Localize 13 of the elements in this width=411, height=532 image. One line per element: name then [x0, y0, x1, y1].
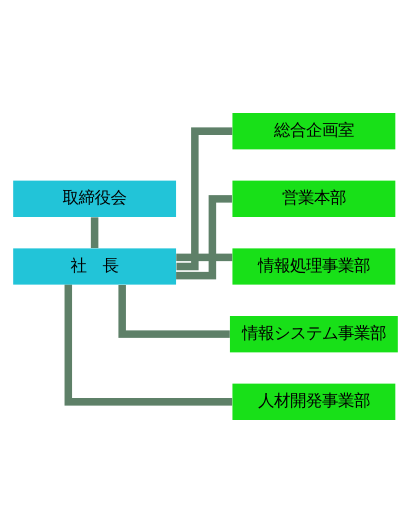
node-box: 情報システム事業部 [230, 316, 398, 352]
node-box: 社 長 [13, 248, 176, 284]
connector [90, 216, 98, 248]
node-box: 人材開発事業部 [232, 383, 396, 420]
node-box: 総合企画室 [232, 112, 396, 149]
node-box: 取締役会 [13, 180, 176, 216]
connector [176, 126, 232, 270]
node-box: 情報処理事業部 [232, 248, 396, 284]
connector [64, 284, 232, 406]
node-box: 営業本部 [232, 180, 396, 216]
connector [176, 253, 232, 261]
connector [176, 194, 232, 279]
connector [118, 284, 230, 338]
